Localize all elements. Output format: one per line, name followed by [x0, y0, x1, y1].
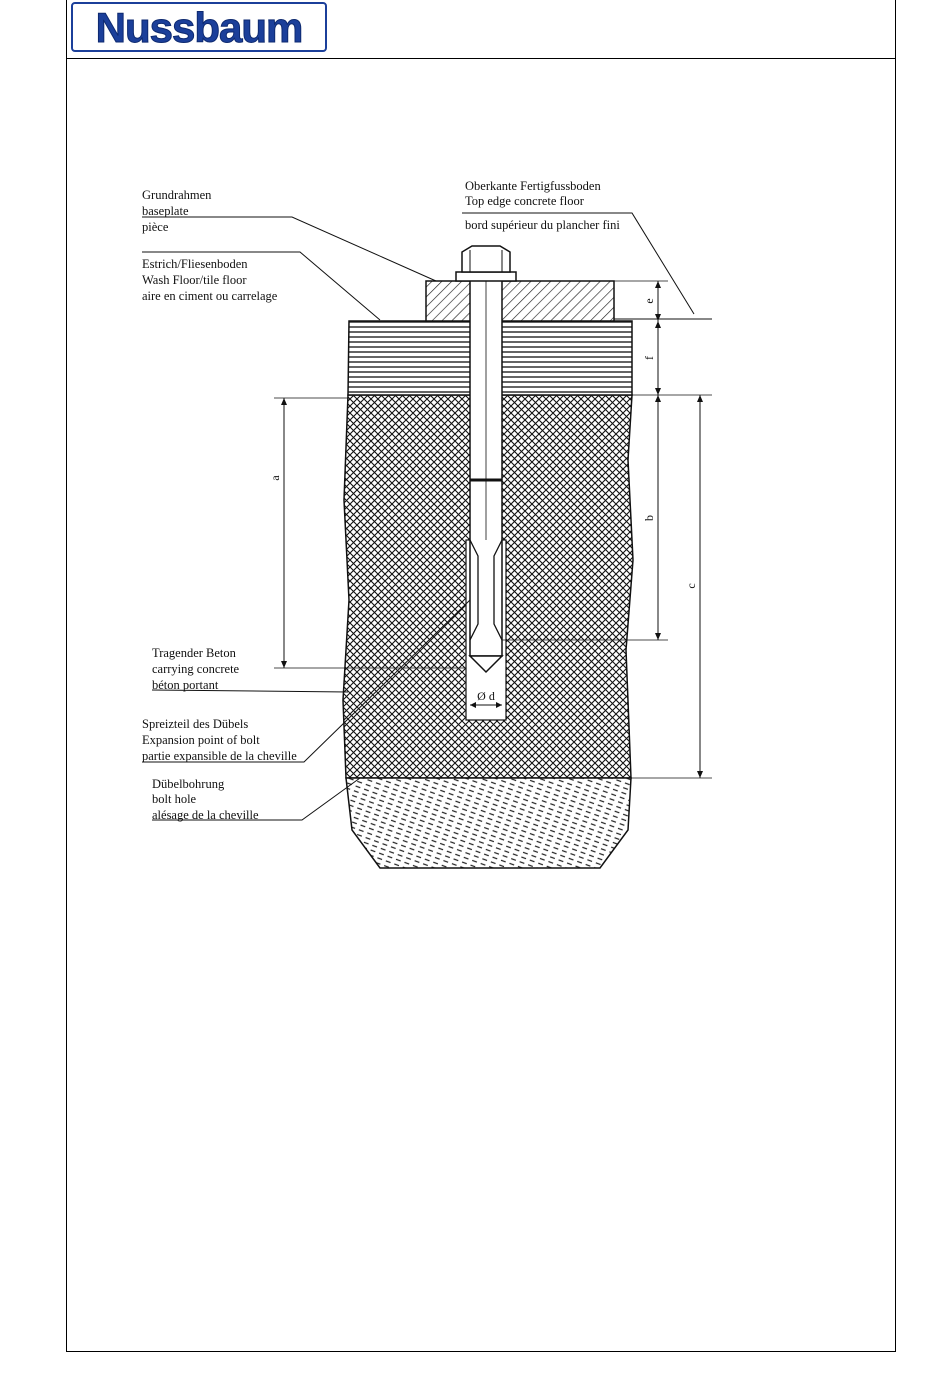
label-baseplate-fr: pièce [142, 220, 169, 234]
label-top-edge-fr: bord supérieur du plancher fini [465, 218, 620, 232]
washer [455, 271, 517, 282]
leader-baseplate [142, 216, 437, 282]
dim-c: c [684, 583, 698, 588]
label-floor-fr: aire en ciment ou carrelage [142, 289, 278, 303]
label-carrying-de: Tragender Beton [152, 646, 237, 660]
expansion-sleeve [469, 539, 503, 641]
dim-d: Ø d [477, 689, 495, 703]
label-floor-de: Estrich/Fliesenboden [142, 257, 248, 271]
dim-f: f [642, 356, 656, 360]
label-bolt-hole-de: Dübelbohrung [152, 777, 225, 791]
label-carrying-fr: béton portant [152, 678, 219, 692]
bolt-tip [468, 655, 504, 674]
label-floor-en: Wash Floor/tile floor [142, 273, 247, 287]
bolt-hole-region [345, 777, 632, 869]
label-bolt-hole-en: bolt hole [152, 792, 197, 806]
label-baseplate-de: Grundrahmen [142, 188, 212, 202]
leader-floor [142, 251, 381, 321]
label-expansion-en: Expansion point of bolt [142, 733, 260, 747]
leader-expansion [142, 599, 471, 763]
label-expansion-fr: partie expansible de la cheville [142, 749, 297, 763]
label-carrying-en: carrying concrete [152, 662, 240, 676]
leader-top-edge [462, 212, 695, 315]
label-baseplate-en: baseplate [142, 204, 189, 218]
dim-b: b [642, 515, 656, 521]
nut [461, 245, 511, 273]
label-top-edge-en: Top edge concrete floor [465, 194, 585, 208]
leader-carrying [151, 689, 349, 693]
leader-bolt-hole [152, 777, 361, 821]
label-bolt-hole-fr: alésage de la cheville [152, 808, 259, 822]
page-frame [66, 0, 896, 1352]
header-divider [66, 58, 896, 59]
dim-a: a [268, 475, 282, 481]
label-expansion-de: Spreizteil des Dübels [142, 717, 248, 731]
label-top-edge-de: Oberkante Fertigfussboden [465, 179, 601, 193]
nussbaum-logo: Nussbaum [71, 2, 327, 52]
baseplate [425, 280, 615, 322]
logo-text: Nussbaum [96, 4, 303, 51]
dim-e: e [642, 298, 656, 303]
